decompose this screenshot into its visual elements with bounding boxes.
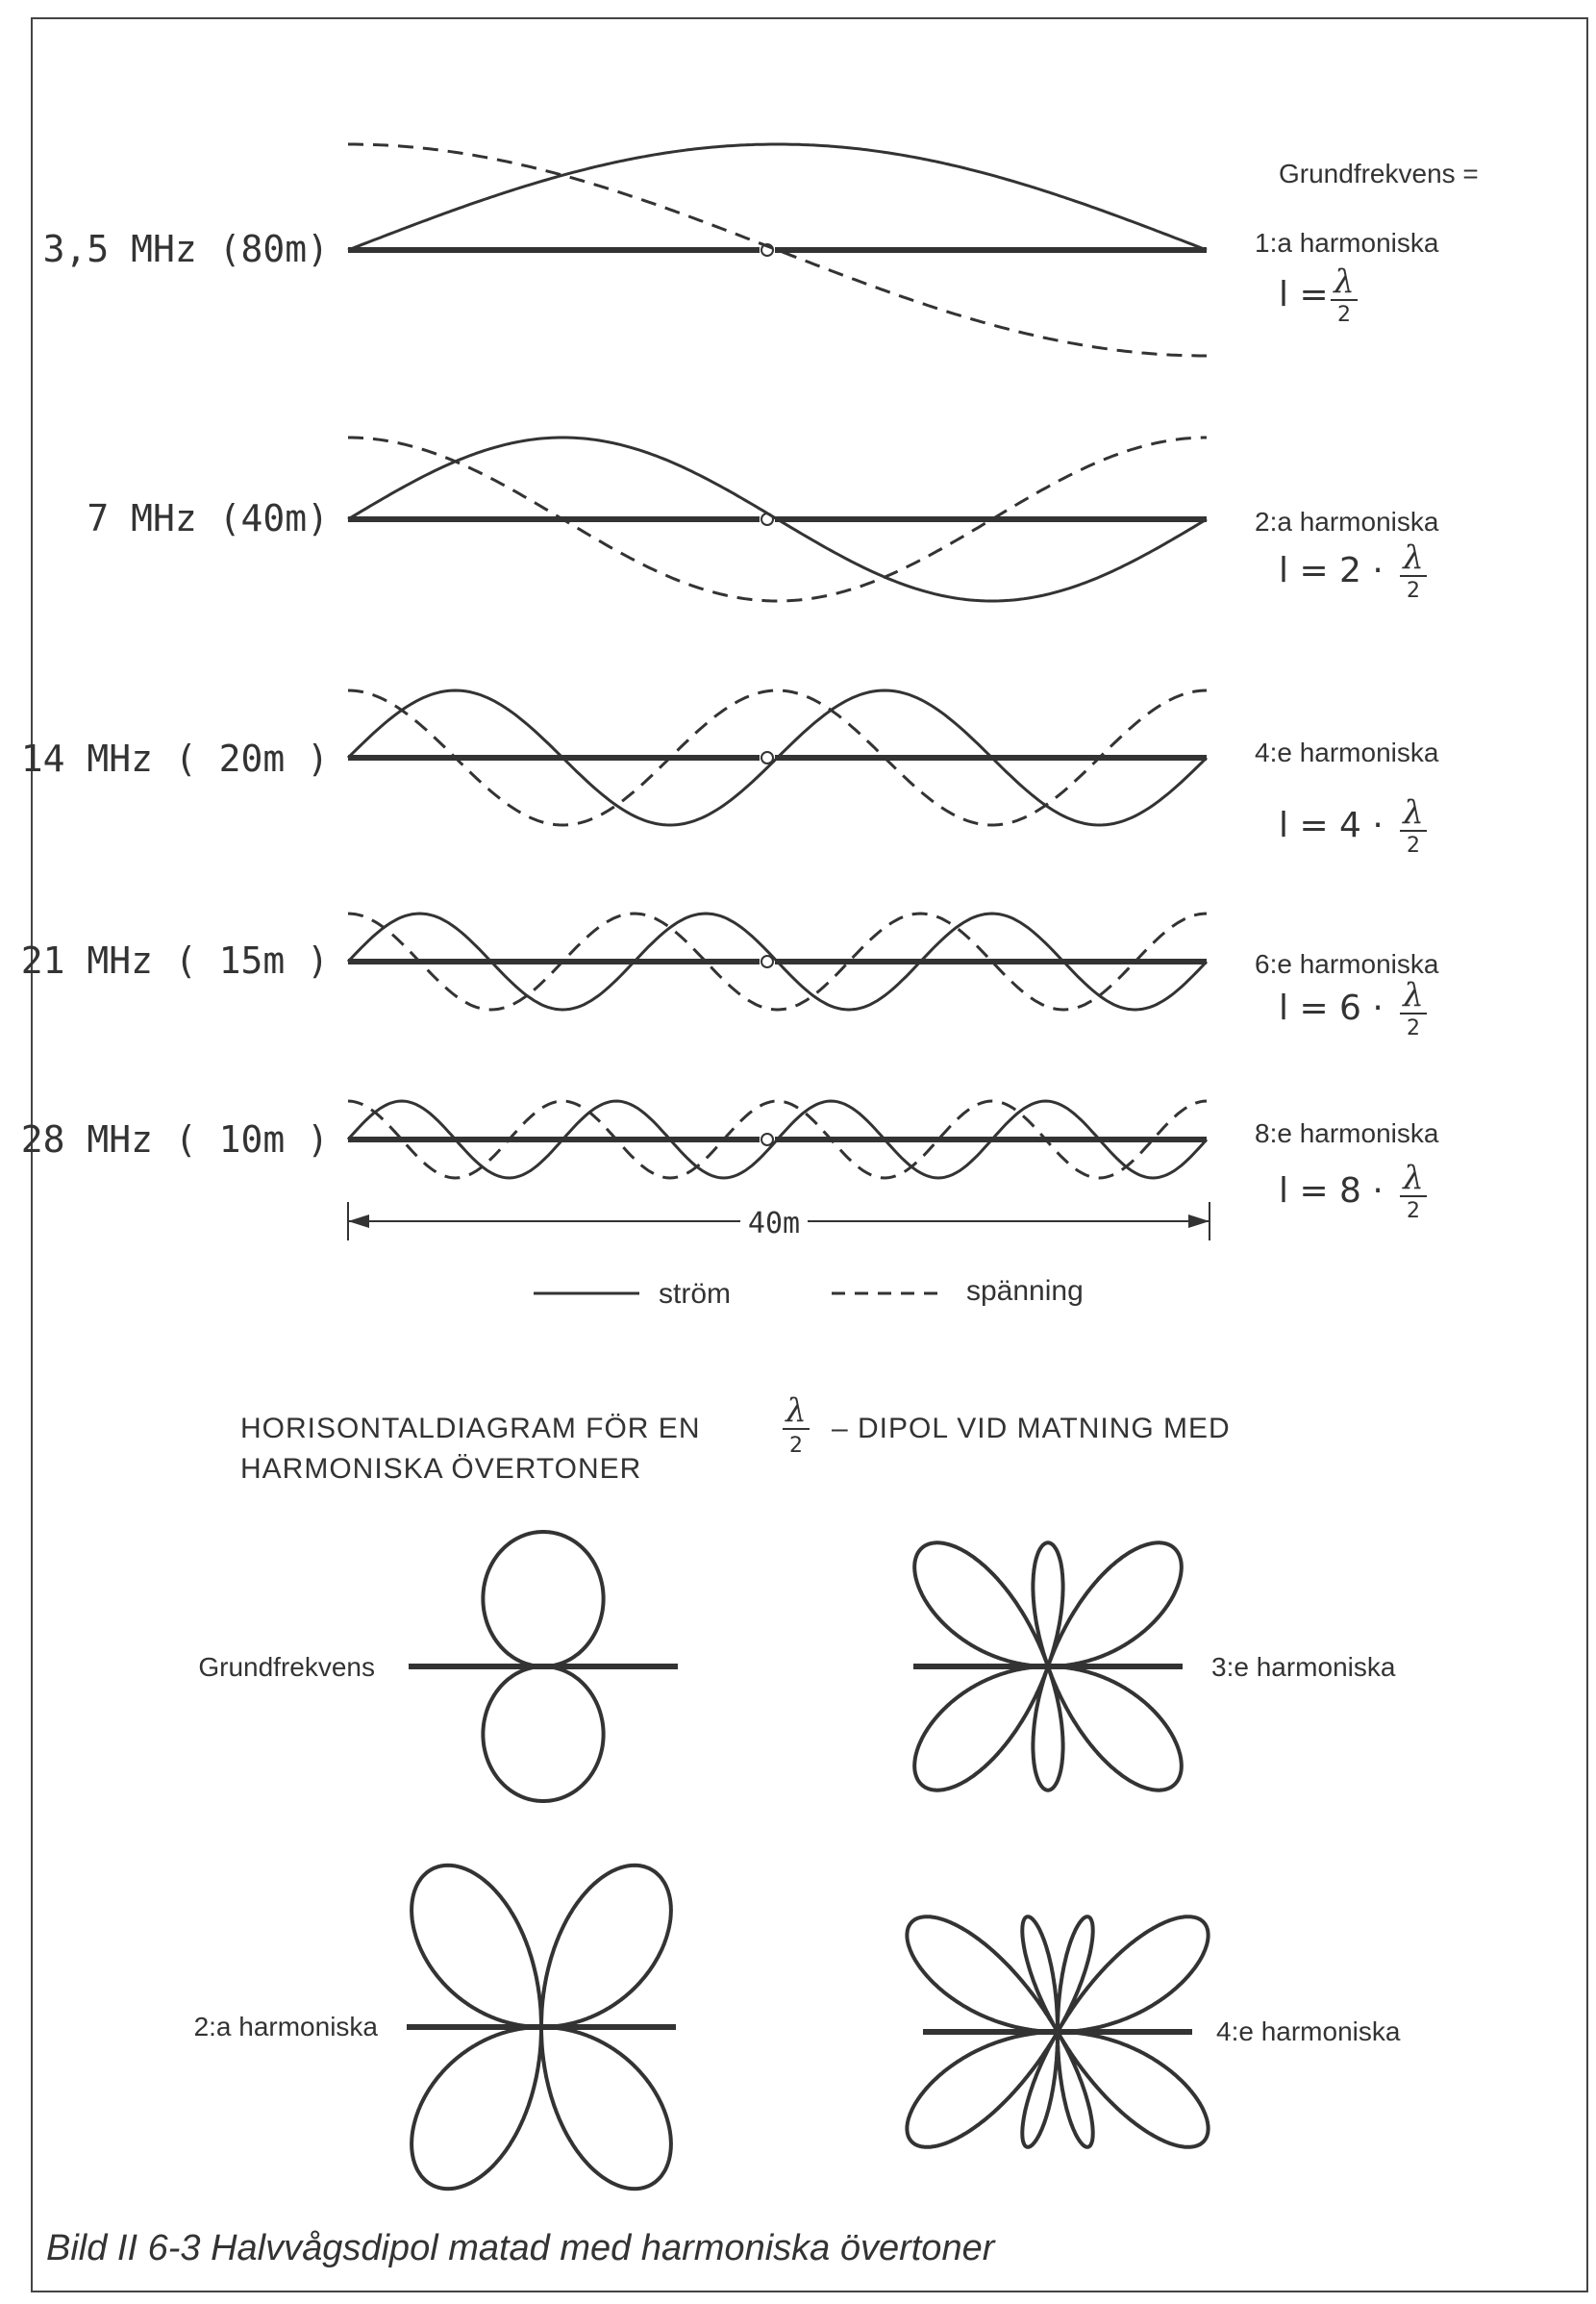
wave-row-5: 28 MHz ( 10m ) 8:e harmoniska l = 8 · λ2 [21, 1099, 1439, 1223]
harmonic-label: 2:a harmoniska [1255, 507, 1439, 537]
length-formula: l = [1279, 275, 1329, 314]
length-formula: l = 6 · [1279, 989, 1384, 1028]
section-title-after-fraction: – DIPOL VID MATNING MED [832, 1413, 1231, 1444]
heading-fraction: λ 2 [783, 1391, 810, 1458]
lambda-numerator: λ [1401, 793, 1424, 832]
pattern-label: 2:a harmoniska [194, 2012, 379, 2041]
svg-text:λ: λ [784, 1391, 807, 1430]
feed-point [761, 1133, 774, 1146]
svg-text:2: 2 [789, 1434, 803, 1458]
lambda-numerator: λ [1401, 538, 1424, 577]
lambda-denominator: 2 [1337, 303, 1351, 327]
wave-row-4: 21 MHz ( 15m ) 6:e harmoniska l = 6 · λ2 [21, 912, 1439, 1040]
polar-pattern-2: 2:a harmoniska [194, 1863, 676, 2191]
voltage-curve [347, 1099, 1208, 1180]
voltage-curve [347, 912, 1208, 1012]
lambda-numerator: λ [1401, 1159, 1424, 1197]
wave-row-3: 14 MHz ( 20m ) 4:e harmoniska l = 4 · λ2 [21, 689, 1439, 858]
pattern-label: 3:e harmoniska [1211, 1652, 1396, 1682]
section-title-line1: HORISONTALDIAGRAM FÖR EN [240, 1413, 700, 1444]
feed-point [761, 955, 774, 968]
current-curve [346, 912, 1209, 1012]
lambda-numerator: λ [1401, 976, 1424, 1014]
band-label: 28 MHz ( 10m ) [21, 1118, 329, 1161]
radiation-lobes [481, 1530, 606, 1803]
lambda-denominator: 2 [1407, 1016, 1420, 1040]
radiation-lobes [410, 1863, 673, 2191]
harmonic-label: 6:e harmoniska [1255, 949, 1439, 979]
polar-pattern-3: 3:e harmoniska [912, 1540, 1396, 1792]
legend-voltage-label: spänning [966, 1275, 1084, 1307]
lambda-denominator: 2 [1407, 579, 1420, 603]
wave-row-1: 3,5 MHz (80m) 1:a harmoniska l = λ2 [43, 142, 1439, 358]
legend: ström spänning [534, 1275, 1084, 1310]
length-formula: l = 4 · [1279, 806, 1384, 845]
figure-caption: Bild II 6-3 Halvvågsdipol matad med harm… [46, 2228, 996, 2268]
current-curve [346, 689, 1209, 827]
polar-pattern-4: 4:e harmoniska [905, 1915, 1401, 2149]
legend-current-label: ström [659, 1278, 731, 1310]
harmonic-label: 1:a harmoniska [1255, 228, 1439, 258]
feed-point [761, 751, 774, 764]
lambda-numerator: λ [1332, 263, 1355, 301]
figure-frame [31, 17, 1588, 2292]
lambda-denominator: 2 [1407, 1199, 1420, 1223]
harmonic-label: 8:e harmoniska [1255, 1118, 1439, 1148]
grundfrekvens-header: Grundfrekvens = [1279, 159, 1479, 188]
voltage-curve [348, 436, 1207, 603]
harmonic-label: 4:e harmoniska [1255, 738, 1439, 767]
band-label: 21 MHz ( 15m ) [21, 939, 329, 982]
length-formula: l = 2 · [1279, 551, 1384, 590]
length-formula: l = 8 · [1279, 1171, 1384, 1211]
dimension-label: 40m [748, 1207, 800, 1240]
polar-pattern-1: Grundfrekvens [198, 1530, 678, 1803]
pattern-label: Grundfrekvens [198, 1652, 375, 1682]
lambda-denominator: 2 [1407, 834, 1420, 858]
radiation-lobes [912, 1540, 1184, 1792]
pattern-label: 4:e harmoniska [1216, 2016, 1401, 2046]
current-curve [346, 1099, 1209, 1180]
wave-row-2: 7 MHz (40m) 2:a harmoniska l = 2 · λ2 [87, 436, 1439, 603]
voltage-curve [347, 689, 1208, 827]
current-curve [347, 436, 1208, 603]
band-label: 7 MHz (40m) [87, 497, 329, 539]
current-curve [347, 142, 1208, 252]
radiation-lobes [905, 1915, 1210, 2149]
section-title-line2: HARMONISKA ÖVERTONER [240, 1453, 641, 1485]
band-label: 3,5 MHz (80m) [43, 228, 329, 270]
dimension-line: 40m [347, 1202, 1210, 1240]
polar-patterns: Grundfrekvens 3:e harmoniska 2:a harmonisk… [194, 1530, 1401, 2191]
band-label: 14 MHz ( 20m ) [21, 738, 329, 780]
section-heading: HORISONTALDIAGRAM FÖR EN λ 2 – DIPOL VID… [240, 1391, 1231, 1485]
